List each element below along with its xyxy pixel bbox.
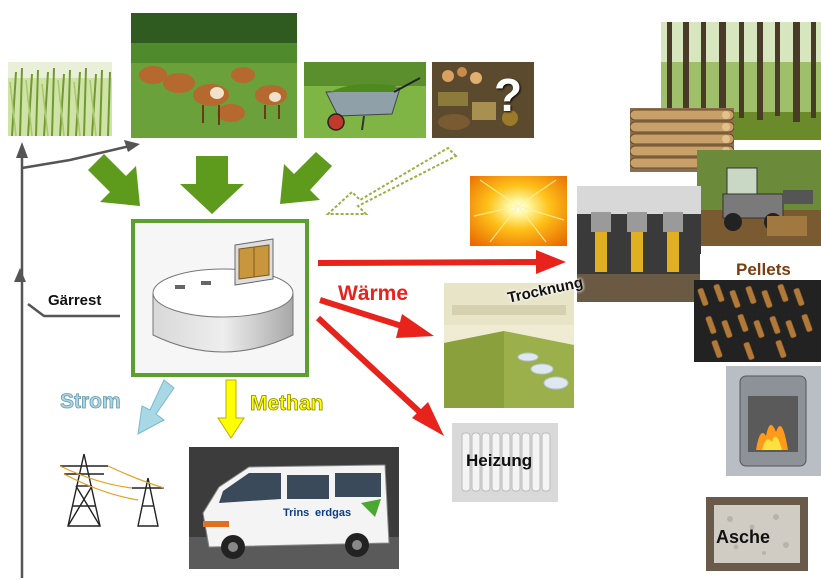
pellets-photo [694,280,821,362]
green-arrow-left-icon [88,154,140,206]
red-arrowhead-heizung-icon [412,402,444,436]
green-arrow-right-icon [280,152,332,204]
grass-photo [8,62,112,136]
asche-label: Asche [716,527,771,547]
red-arrowhead-trocknung-icon [536,250,566,274]
methan-arrow-icon [217,379,245,439]
waerme-label: Wärme [338,282,409,305]
red-arrow-hay [319,297,409,331]
forest-photo [661,22,821,140]
van-text: Trins [283,507,310,519]
cows-photo [131,13,297,138]
green-arrow-center-icon [180,156,244,214]
radiator-photo: Heizung [452,423,558,502]
feedback-line-top [21,144,131,170]
waste-photo: ? [432,62,534,138]
gaerrest-label: Gärrest [48,292,102,309]
ash-photo: Asche [706,497,808,571]
waste-arrow-dotted-icon [325,146,458,215]
question-mark: ? [494,69,523,121]
gas-van-photo: Trins erdgas [189,447,399,569]
strom-arrow-icon [137,379,175,435]
methan-label: Methan [250,392,324,416]
heizung-label: Heizung [466,451,533,470]
red-arrow-heizung [315,315,427,419]
feedback-arrow-mid-icon [14,268,26,282]
red-arrow-trocknung [317,259,541,266]
digester-diagram [131,219,309,377]
feedback-arrow-right-icon [124,140,140,152]
strom-label: Strom [60,390,121,414]
hay-drying-photo [444,283,574,408]
power-pylon-icon [58,444,168,528]
van-brand-text: erdgas [315,507,352,519]
boiler-photo [726,366,821,476]
red-arrowhead-hay-icon [396,314,434,338]
wheelbarrow-photo [304,62,426,138]
pellet-mill-photo [577,186,701,302]
pellets-label: Pellets [736,260,791,279]
feedback-arrow-up-icon [16,142,28,158]
sun-photo [470,176,567,246]
gaerrest-line [27,303,120,318]
wood-chipper-photo [697,150,821,246]
